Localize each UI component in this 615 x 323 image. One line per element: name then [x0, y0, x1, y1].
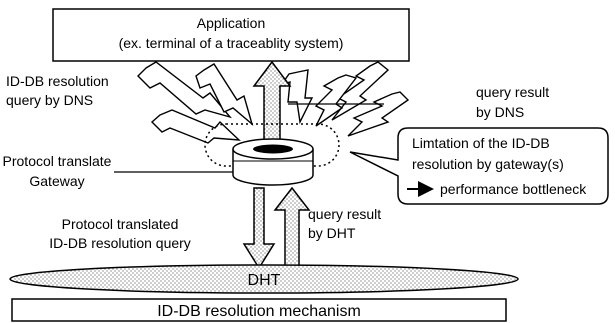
translated-query-label-line1: Protocol translated [62, 216, 179, 232]
dns-lightning-arrows [137, 61, 410, 144]
dns-result-bolt-4 [314, 74, 358, 127]
gateway-label-line2: Gateway [29, 173, 84, 189]
gateway-bottleneck-outline [204, 123, 340, 167]
dns-result-label-line1: query result [476, 84, 549, 100]
dns-query-label-line1: ID-DB resolution [6, 73, 109, 89]
dns-result-bolt-1 [280, 69, 314, 125]
dns-result-label-line2: by DNS [476, 104, 524, 120]
callout-line3: performance bottleneck [440, 181, 587, 197]
dns-result-bolt-3 [347, 91, 410, 137]
gateway-cylinder [232, 138, 314, 186]
dht-result-label-line1: query result [308, 206, 381, 222]
application-subtitle: (ex. terminal of a traceablity system) [119, 35, 344, 51]
arrow-down-to-dht [242, 187, 276, 270]
bottleneck-callout: Limtation of the ID-DB resolution by gat… [349, 127, 609, 205]
dht-result-label-line2: by DHT [308, 225, 356, 241]
dns-query-bolt-2 [150, 109, 241, 144]
dns-query-bolt-1 [137, 61, 232, 119]
dns-query-label-line2: query by DNS [6, 92, 93, 108]
callout-line1: Limtation of the ID-DB [412, 135, 550, 151]
application-box: Application (ex. terminal of a traceabli… [52, 8, 410, 62]
arrow-up-from-dht [273, 186, 311, 269]
dht-ring: DHT [9, 264, 519, 294]
dns-result-bolt-2 [331, 61, 390, 121]
callout-line2: resolution by gateway(s) [412, 156, 564, 172]
translated-query-label-line2: ID-DB resolution query [49, 235, 191, 251]
gateway-label-line1: Protocol translate [3, 153, 112, 169]
arrow-up-to-application [252, 60, 292, 149]
mechanism-box: ID-DB resolution mechanism [11, 298, 507, 322]
dht-label: DHT [248, 272, 281, 289]
application-title: Application [197, 15, 266, 31]
dns-query-bolt-3 [195, 63, 254, 127]
mechanism-label: ID-DB resolution mechanism [157, 303, 361, 320]
